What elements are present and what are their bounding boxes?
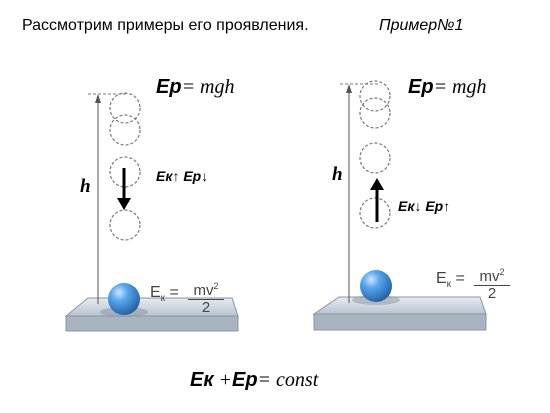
left-ball bbox=[100, 283, 148, 317]
right-ek-e: E bbox=[436, 270, 447, 287]
right-ek-arrow: ↓ bbox=[414, 198, 422, 214]
right-up-arrow bbox=[370, 178, 384, 222]
right-ek-text: Ек bbox=[398, 198, 415, 214]
right-ek-numerator: mv bbox=[479, 268, 500, 285]
right-ep-symbol: Ep bbox=[408, 76, 434, 98]
left-ep-symbol: Ep bbox=[156, 76, 182, 98]
right-setup bbox=[312, 80, 487, 331]
right-ek-sub: к bbox=[446, 279, 452, 291]
left-height-label: h bbox=[80, 176, 91, 197]
left-ep-rest: = mgh bbox=[181, 76, 235, 98]
left-ek-power: 2 bbox=[213, 281, 219, 291]
right-ek-equals: = bbox=[455, 270, 465, 287]
right-ghost-ball-4 bbox=[359, 197, 391, 229]
right-energy-change: Ек↓ Ер↑ bbox=[398, 198, 450, 214]
left-ghost-ball-4 bbox=[109, 209, 141, 241]
left-ek-text: Ек bbox=[156, 168, 173, 184]
conservation-ep: Ер bbox=[231, 369, 258, 391]
right-ep-arrow: ↑ bbox=[443, 198, 451, 214]
left-ghost-ball-2 bbox=[109, 114, 141, 146]
conservation-formula: Ек +Ер= const bbox=[190, 369, 318, 392]
left-ek-equals: = bbox=[169, 284, 179, 301]
right-platform bbox=[312, 296, 487, 331]
left-setup bbox=[64, 92, 239, 332]
left-ghost-ball-1 bbox=[109, 92, 141, 124]
example-label: Пример№1 bbox=[379, 17, 464, 34]
right-ep-rest: = mgh bbox=[433, 76, 487, 98]
slide-title: Рассмотрим примеры его проявления. bbox=[22, 17, 309, 34]
right-ek-power: 2 bbox=[499, 267, 505, 277]
left-energy-change: Ек↑ Ер↓ bbox=[156, 168, 208, 184]
left-ek-fraction: mv2 2 bbox=[188, 278, 224, 316]
right-ek-formula: Eк = bbox=[436, 270, 465, 290]
left-ep-text: Ер bbox=[183, 168, 202, 184]
conservation-rest: = const bbox=[257, 369, 319, 391]
left-down-arrow bbox=[117, 168, 131, 210]
left-height-arrowhead bbox=[95, 94, 101, 103]
conservation-plus: + bbox=[213, 369, 232, 391]
right-ep-text: Ер bbox=[425, 198, 444, 214]
right-height-arrowhead bbox=[346, 84, 352, 93]
left-ep-formula: Ep= mgh bbox=[156, 76, 235, 99]
right-ball bbox=[352, 270, 400, 305]
right-ghost-ball-2 bbox=[359, 97, 391, 129]
left-ek-e: E bbox=[150, 284, 161, 301]
left-ek-denominator: 2 bbox=[201, 299, 211, 316]
left-ek-sub: к bbox=[160, 293, 166, 305]
right-height-label: h bbox=[332, 164, 343, 185]
left-ep-arrow: ↓ bbox=[201, 168, 209, 184]
left-ek-numerator: mv bbox=[193, 282, 214, 299]
right-ghost-ball-3 bbox=[359, 142, 391, 174]
left-ek-formula: Eк = bbox=[150, 284, 179, 304]
left-ek-arrow: ↑ bbox=[172, 168, 180, 184]
conservation-ek: Ек bbox=[190, 369, 214, 391]
left-ghost-ball-3 bbox=[109, 156, 141, 188]
right-ek-denominator: 2 bbox=[487, 285, 497, 302]
right-ghost-ball-1 bbox=[359, 80, 391, 112]
right-ek-fraction: mv2 2 bbox=[474, 264, 510, 302]
right-ep-formula: Ep= mgh bbox=[408, 76, 487, 99]
